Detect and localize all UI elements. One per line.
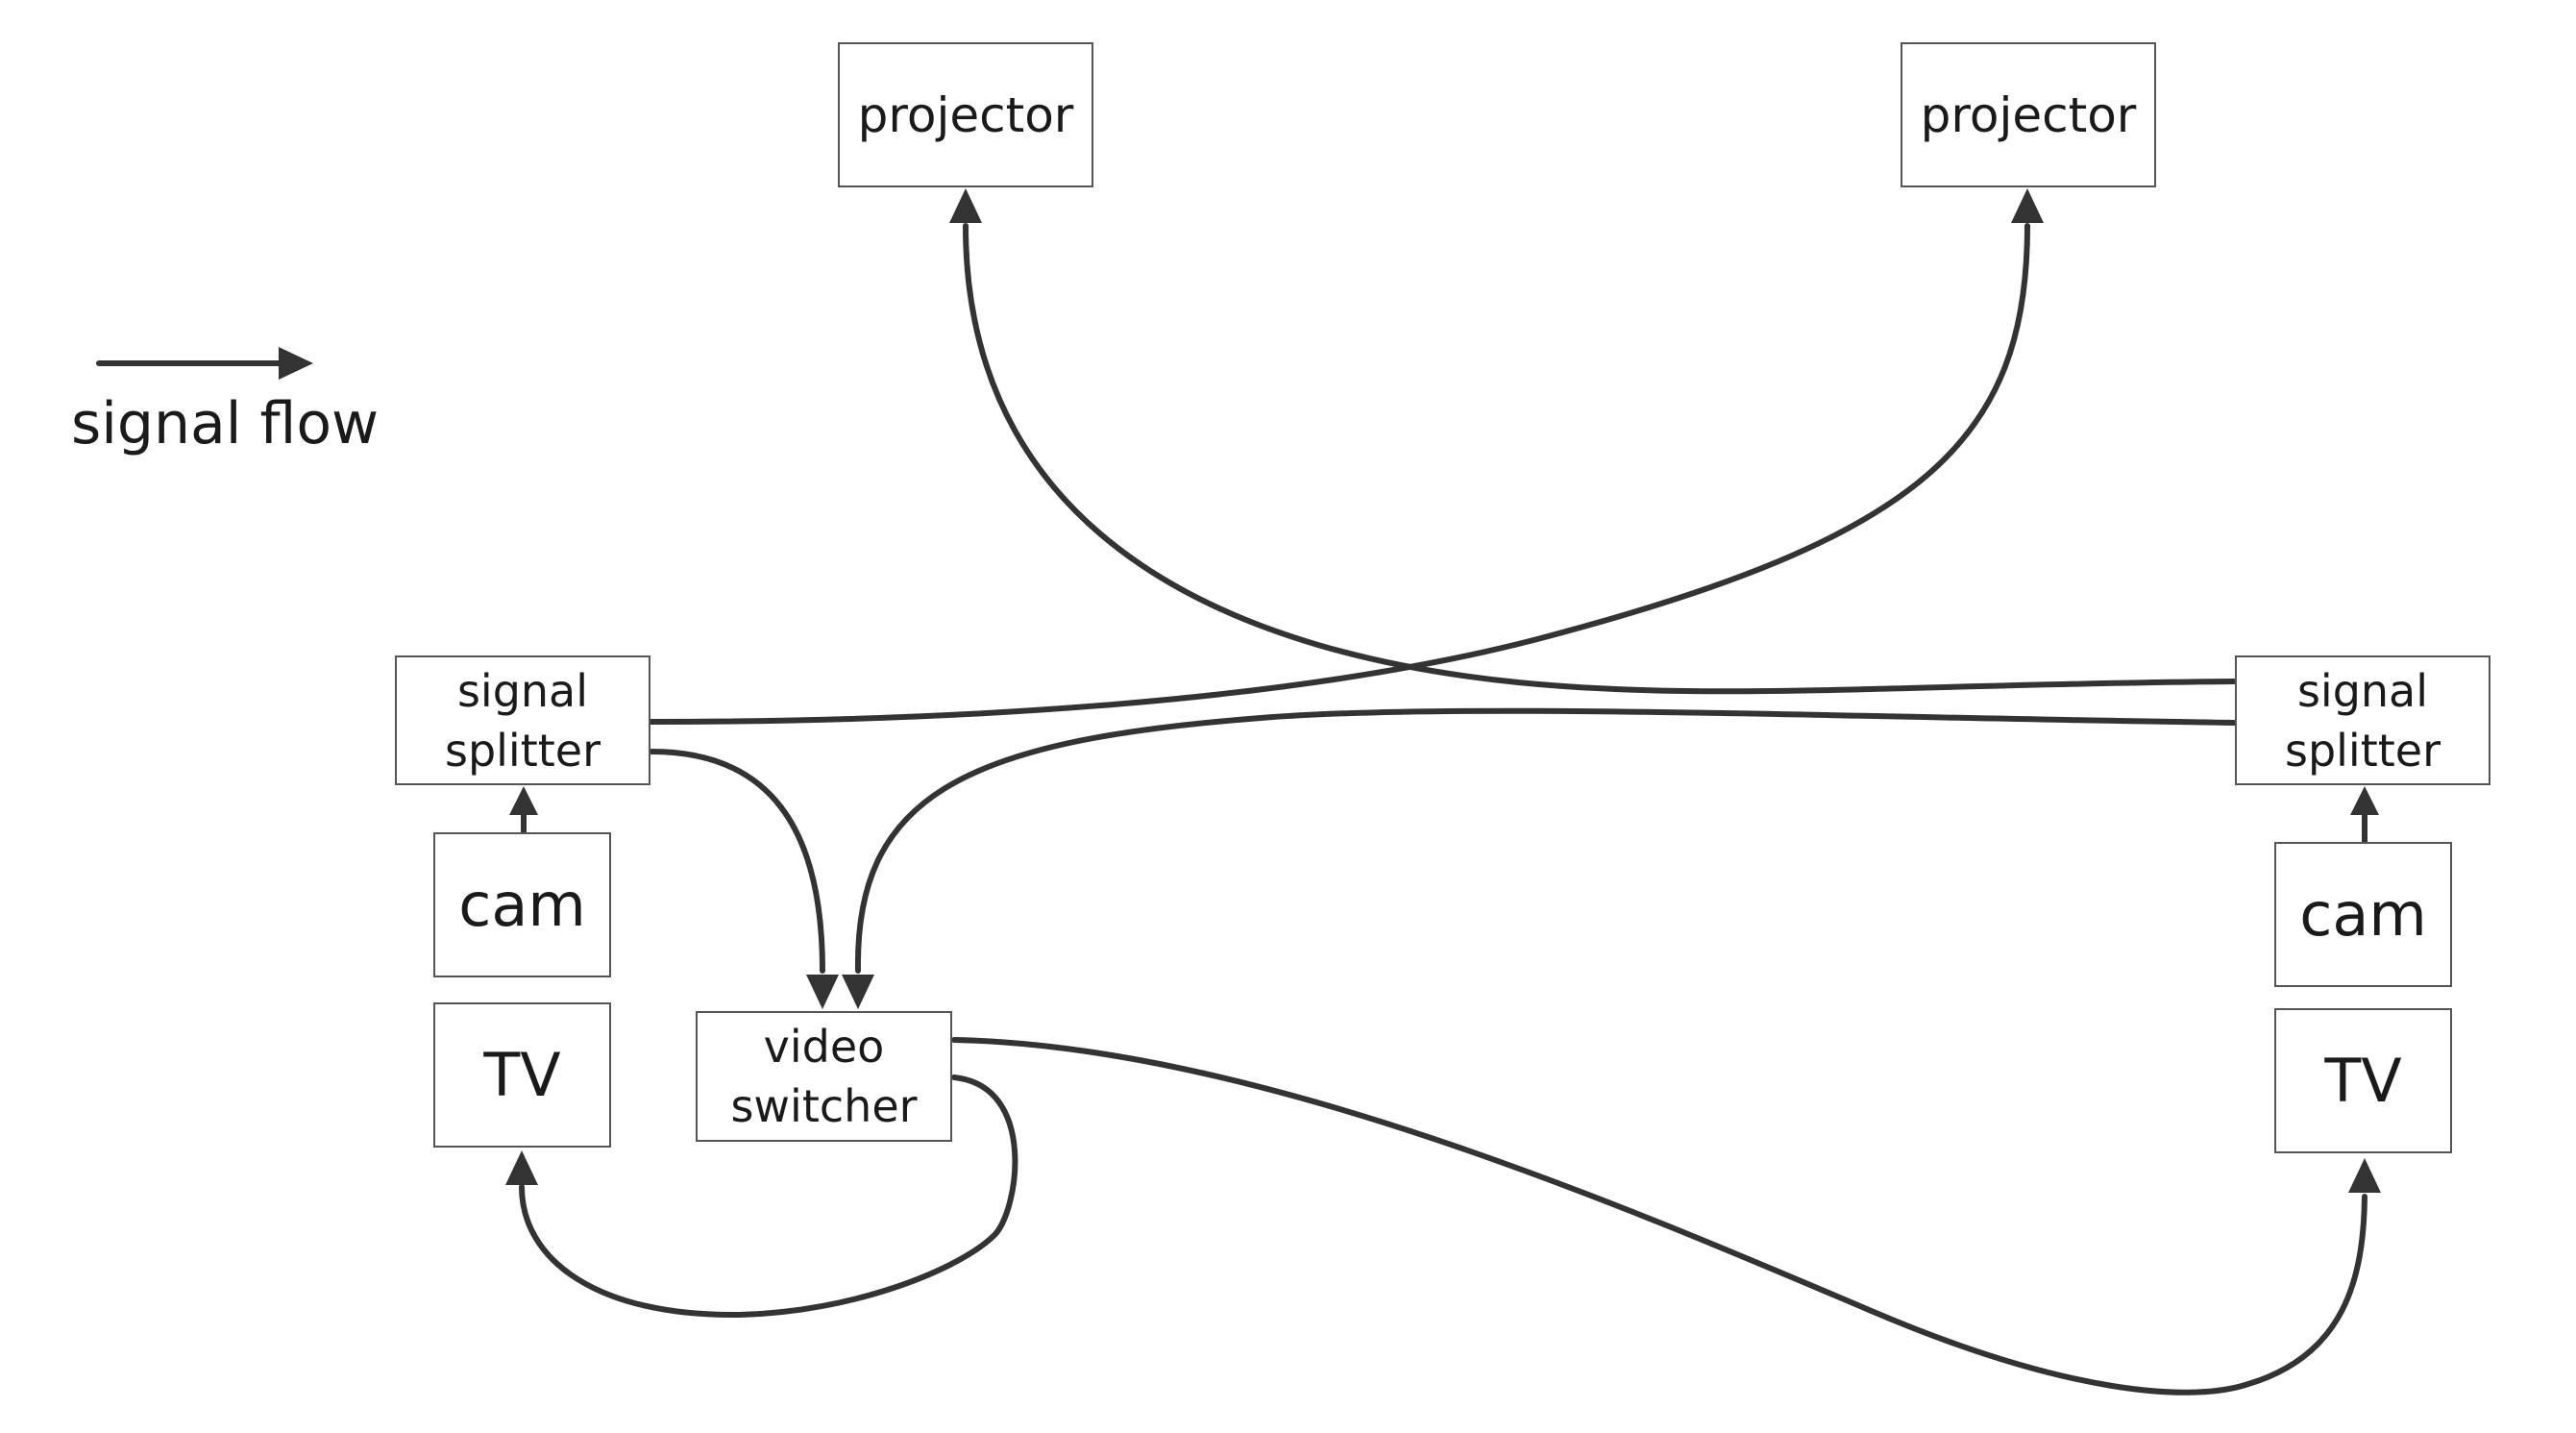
- arrowhead-left-tv: [505, 1150, 538, 1185]
- legend-label: signal flow: [71, 390, 380, 457]
- edge-switcher-to-left-tv: [519, 1075, 1018, 1319]
- edge-right-splitter-to-left-projector: [963, 223, 2237, 695]
- edge-switcher-to-right-tv: [951, 1037, 2367, 1396]
- projector-left-box: projector: [838, 42, 1093, 187]
- edge-right-splitter-to-switcher: [854, 707, 2237, 974]
- arrowhead-right-projector: [2011, 188, 2044, 223]
- arrowhead-left-splitter: [509, 786, 538, 815]
- tv-right-box: TV: [2274, 1008, 2452, 1153]
- video-switcher-box: video switcher: [696, 1011, 952, 1142]
- arrowhead-right-splitter: [2350, 786, 2379, 815]
- edge-left-splitter-to-right-projector: [649, 223, 2030, 725]
- cam-right-box: cam: [2274, 842, 2452, 987]
- arrowhead-switcher-right: [842, 975, 874, 1009]
- signal-splitter-left-box: signal splitter: [395, 655, 650, 785]
- projector-right-box: projector: [1901, 42, 2156, 187]
- cam-left-box: cam: [433, 832, 611, 977]
- arrowhead-left-projector: [949, 188, 982, 223]
- legend-arrowhead: [279, 347, 313, 380]
- tv-left-box: TV: [433, 1002, 611, 1148]
- signal-splitter-right-box: signal splitter: [2235, 655, 2490, 785]
- edge-left-splitter-to-switcher: [649, 749, 825, 974]
- arrowhead-switcher-left: [806, 975, 839, 1009]
- arrowhead-right-tv: [2348, 1158, 2381, 1193]
